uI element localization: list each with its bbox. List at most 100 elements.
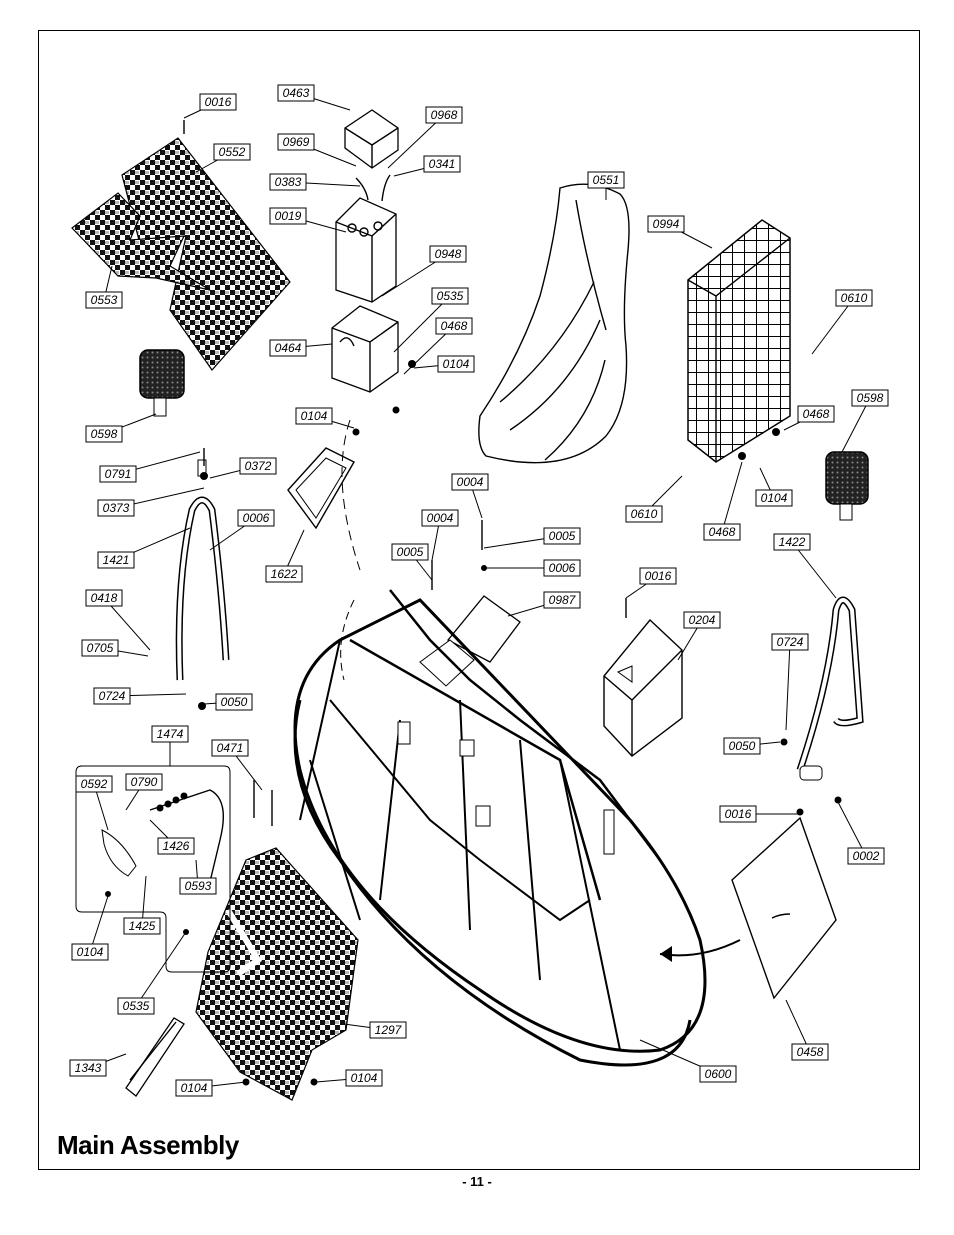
callout-box [543, 527, 581, 545]
callout-text: 0002 [853, 849, 880, 863]
callout-0006a: 0006 [209, 509, 275, 551]
callout-0705: 0705 [81, 639, 149, 657]
leader-line [785, 999, 811, 1053]
callout-text: 1426 [163, 839, 190, 853]
callout-box [543, 559, 581, 577]
callout-0468c: 0468 [783, 405, 835, 431]
callout-text: 0464 [275, 341, 302, 355]
callout-0383: 0383 [269, 173, 361, 191]
battery-cover [344, 109, 399, 169]
callout-box [847, 847, 885, 865]
radiator-grille [687, 219, 791, 463]
callout-box [97, 499, 135, 517]
callout-0987: 0987 [507, 591, 581, 617]
callout-text: 0468 [441, 319, 468, 333]
callout-text: 1421 [103, 553, 130, 567]
callout-box [587, 171, 625, 189]
leader-line [785, 641, 791, 731]
battery-cables [355, 174, 391, 202]
callout-box [85, 589, 123, 607]
callout-box [543, 591, 581, 609]
callout-text: 0994 [653, 217, 680, 231]
callout-box [117, 997, 155, 1015]
leader-line [103, 597, 151, 651]
callout-box [277, 84, 315, 102]
callout-1426: 1426 [149, 819, 195, 855]
callout-text: 0705 [87, 641, 114, 655]
roll-bar-left [175, 459, 230, 681]
callout-text: 0791 [105, 467, 132, 481]
callout-box [431, 287, 469, 305]
callout-text: 0005 [397, 545, 424, 559]
callout-0005b: 0005 [483, 527, 581, 549]
callout-box [99, 465, 137, 483]
callout-text: 0006 [549, 561, 576, 575]
callout-box [797, 405, 835, 423]
callout-1422: 1422 [773, 533, 837, 599]
cover-plate [731, 816, 837, 1000]
page-number: - 11 - [462, 1174, 492, 1189]
callout-text: 0458 [797, 1045, 824, 1059]
mounting-arrow [659, 939, 741, 962]
callout-text: 0373 [103, 501, 130, 515]
callout-text: 0104 [761, 491, 788, 505]
callout-text: 1425 [129, 919, 156, 933]
leader-line [393, 295, 451, 353]
battery-box [331, 305, 399, 393]
callout-text: 0598 [91, 427, 118, 441]
mount-plate [419, 595, 521, 687]
callout-text: 0987 [549, 593, 577, 607]
callout-box [851, 389, 889, 407]
leader-line [135, 931, 187, 1007]
callout-box [369, 1021, 407, 1039]
callout-box [75, 775, 113, 793]
pedal-kit-group [75, 765, 231, 973]
callout-box [125, 773, 163, 791]
callout-text: 1422 [779, 535, 806, 549]
floor-mat-lower [71, 192, 211, 291]
callout-0471: 0471 [211, 739, 263, 791]
callout-0724a: 0724 [93, 687, 187, 705]
callout-1425: 1425 [123, 875, 161, 935]
callout-box [85, 425, 123, 443]
callout-0373: 0373 [97, 487, 205, 517]
callout-box [425, 106, 463, 124]
callout-text: 0016 [645, 569, 672, 583]
callout-text: 0724 [777, 635, 804, 649]
callout-text: 0969 [283, 135, 310, 149]
callout-box [97, 551, 135, 569]
callout-0104e: 0104 [175, 1079, 247, 1097]
callout-box [451, 473, 489, 491]
callout-box [69, 1059, 107, 1077]
callout-0598b: 0598 [85, 413, 157, 443]
callout-box [835, 289, 873, 307]
callout-text: 0372 [245, 459, 272, 473]
callout-0050b: 0050 [723, 737, 781, 755]
callout-box [719, 805, 757, 823]
callout-box [265, 565, 303, 583]
callout-box [199, 93, 237, 111]
callout-1421: 1421 [97, 527, 191, 569]
callout-box [435, 317, 473, 335]
callout-box [345, 1069, 383, 1087]
callout-text: 0104 [351, 1071, 378, 1085]
callout-text: 0593 [185, 879, 212, 893]
callout-text: 0535 [437, 289, 464, 303]
callout-box [213, 143, 251, 161]
callout-0468b: 0468 [703, 461, 743, 541]
callout-text: 0019 [275, 209, 302, 223]
callout-text: 0553 [91, 293, 118, 307]
callout-text: 0598 [857, 391, 884, 405]
callout-0204: 0204 [677, 611, 721, 661]
light-left [139, 349, 185, 417]
callout-box [703, 523, 741, 541]
callout-box [237, 509, 275, 527]
callout-0104f: 0104 [315, 1069, 383, 1087]
callout-box [683, 611, 721, 629]
callout-box [423, 155, 461, 173]
callout-box [211, 739, 249, 757]
callout-0535b: 0535 [117, 931, 187, 1015]
callout-0418: 0418 [85, 589, 151, 651]
callout-box [755, 489, 793, 507]
tray [287, 447, 355, 530]
